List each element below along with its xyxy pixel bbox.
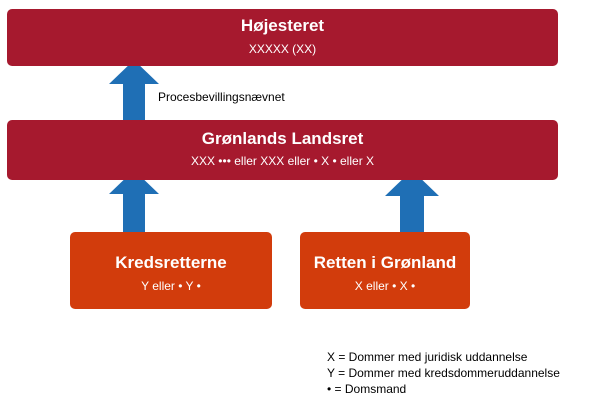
hoejesteret-box: Højesteret XXXXX (XX) (7, 9, 558, 66)
legend: X = Dommer med juridisk uddannelse Y = D… (327, 349, 560, 397)
arrow-retten-to-landsret (385, 170, 439, 236)
kredsretterne-title: Kredsretterne (115, 253, 227, 272)
kredsretterne-box: Kredsretterne Y eller • Y • (70, 232, 272, 309)
hoejesteret-title: Højesteret (240, 16, 325, 35)
landsret-title: Grønlands Landsret (201, 129, 364, 148)
landsret-composition: XXX ••• eller XXX eller • X • eller X (190, 154, 375, 168)
legend-item-y: Y = Dommer med kredsdommeruddannelse (327, 366, 560, 380)
retten-i-groenland-box: Retten i Grønland X eller • X • (300, 232, 470, 309)
kredsretterne-composition: Y eller • Y • (141, 279, 201, 293)
legend-item-x: X = Dommer med juridisk uddannelse (327, 350, 528, 364)
hoejesteret-composition: XXXXX (XX) (248, 42, 317, 56)
procesbevillingsnaevnet-label: Procesbevillingsnævnet (158, 90, 285, 104)
arrow-landsret-to-hoejesteret (109, 60, 159, 124)
landsret-box: Grønlands Landsret XXX ••• eller XXX ell… (7, 120, 558, 180)
retten-i-groenland-composition: X eller • X • (354, 279, 416, 293)
arrow-kredsretterne-to-landsret (109, 170, 159, 236)
retten-i-groenland-title: Retten i Grønland (313, 253, 457, 272)
legend-item-dot: • = Domsmand (327, 382, 407, 396)
